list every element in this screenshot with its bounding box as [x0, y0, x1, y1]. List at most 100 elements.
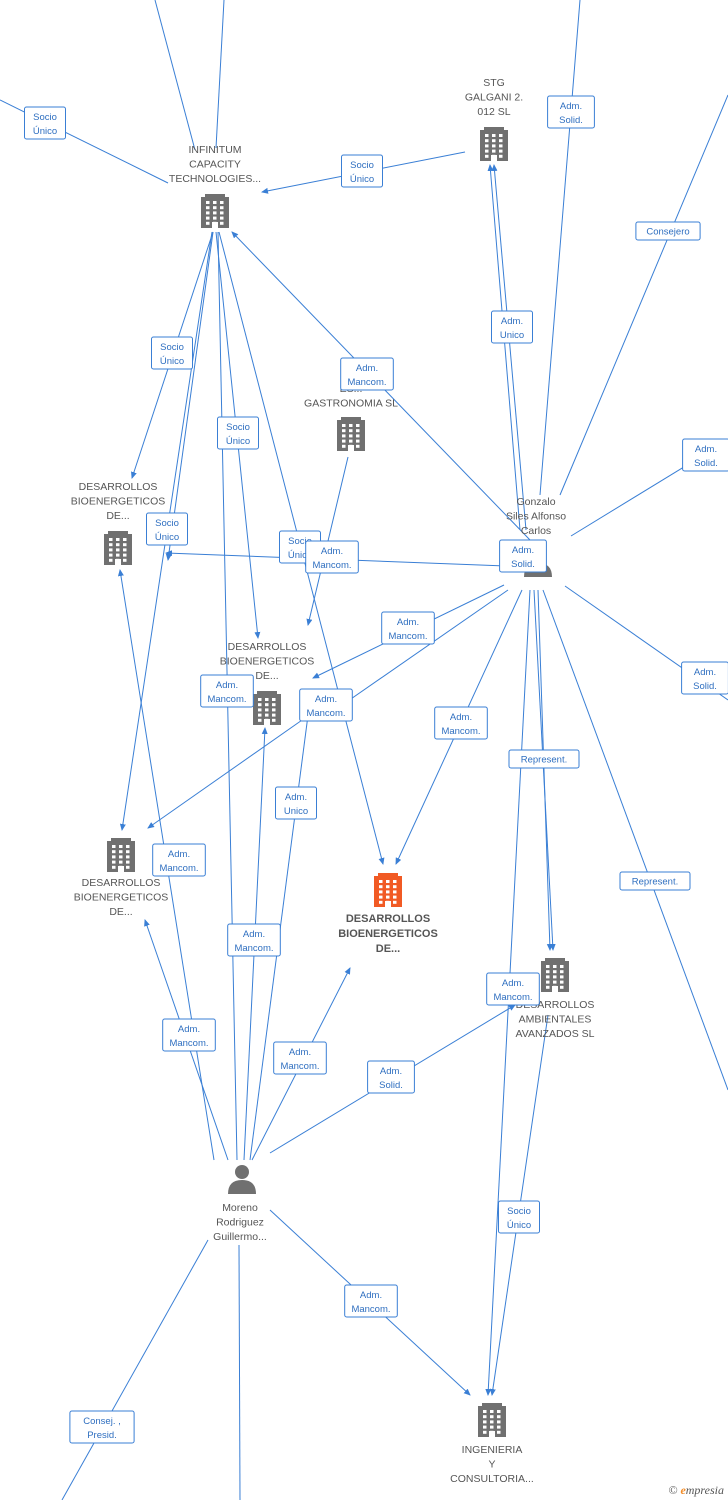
relationship-edge — [165, 231, 214, 561]
node-label-line: Y — [488, 1459, 495, 1471]
edge-label[interactable]: Adm. Unico — [491, 310, 533, 344]
edge-label-text: Único — [288, 550, 312, 561]
node-label-line: DE... — [106, 510, 129, 522]
company-building-icon[interactable] — [337, 417, 365, 451]
edge-label-text: Represent. — [632, 877, 678, 888]
edge-label-text: Único — [226, 436, 250, 447]
node-label-line: DESARROLLOS — [82, 877, 161, 889]
empresia-watermark: © empresia — [668, 1483, 724, 1498]
edge-label-text: Represent. — [521, 755, 567, 766]
edge-label-text: Adm. — [512, 545, 534, 556]
edge-label[interactable]: Adm.Mancom. — [486, 972, 540, 1006]
node-label-line: Guillermo... — [213, 1231, 267, 1243]
edge-label[interactable]: Consejero — [635, 221, 701, 241]
node-moreno[interactable]: MorenoRodriguezGuillermo... — [213, 1165, 267, 1243]
brand-name: mpresia — [685, 1483, 724, 1497]
node-label-line: DESARROLLOS — [79, 481, 158, 493]
relationship-edge — [537, 589, 553, 951]
edge-label-text: Consej. , — [83, 1416, 121, 1427]
node-label-line: GALGANI 2. — [465, 92, 523, 104]
edge-label-text: Solid. — [693, 681, 717, 692]
company-building-icon[interactable] — [541, 958, 569, 992]
edge-label[interactable]: Adm.Mancom. — [340, 357, 394, 391]
edge-label-text: Mancom. — [306, 708, 345, 719]
edge-label[interactable]: Adm.Mancom. — [227, 923, 281, 957]
edge-label[interactable]: Adm. Solid. — [499, 539, 547, 573]
main-company-building-icon[interactable] — [374, 873, 402, 907]
company-building-icon[interactable] — [480, 127, 508, 161]
node-label-line: DE... — [376, 943, 400, 955]
edge-label[interactable]: Represent. — [508, 749, 580, 769]
edge-label[interactable]: Adm.Mancom. — [299, 688, 353, 722]
edge-label[interactable]: Adm.Mancom. — [434, 706, 488, 740]
node-label-line: DE... — [109, 906, 132, 918]
node-ingenieria[interactable]: INGENIERIAYCONSULTORIA... — [450, 1403, 534, 1485]
person-icon[interactable] — [228, 1165, 256, 1194]
edge-label-text: Adm. — [501, 316, 523, 327]
relationship-edge — [147, 717, 306, 829]
relationship-edge — [154, 0, 196, 151]
relationship-edge — [334, 589, 509, 711]
brand-initial: e — [680, 1483, 686, 1497]
edge-label[interactable]: Consej. ,Presid. — [69, 1410, 135, 1444]
edge-label-text: Adm. — [356, 363, 378, 374]
edge-label-text: Socio — [507, 1206, 531, 1217]
node-label-line: Moreno — [222, 1202, 258, 1214]
company-building-icon[interactable] — [253, 691, 281, 725]
node-desarrollos_a[interactable]: DESARROLLOSBIOENERGETICOSDE... — [71, 481, 166, 565]
edge-label[interactable]: Adm.Mancom. — [273, 1041, 327, 1075]
edge-label-text: Mancom. — [280, 1061, 319, 1072]
edge-label-text: Adm. — [178, 1024, 200, 1035]
node-desarrollos_b[interactable]: DESARROLLOSBIOENERGETICOSDE... — [220, 641, 315, 725]
node-label-line: AMBIENTALES — [519, 1014, 592, 1026]
company-building-icon[interactable] — [201, 194, 229, 228]
company-building-icon[interactable] — [107, 838, 135, 872]
edge-label[interactable]: Adm.Solid. — [547, 95, 595, 129]
edge-label[interactable]: Adm.Mancom. — [381, 611, 435, 645]
edge-label-text: Unico — [284, 806, 308, 817]
edge-label[interactable]: Adm.Solid. — [682, 438, 728, 472]
edge-label-text: Mancom. — [159, 863, 198, 874]
edge-label[interactable]: Adm.Mancom. — [162, 1018, 216, 1052]
edge-label[interactable]: Adm.Unico — [275, 786, 317, 820]
edge-label[interactable]: Adm.Mancom. — [344, 1284, 398, 1318]
edge-label[interactable]: Adm.Mancom. — [305, 540, 359, 574]
edge-label[interactable]: Adm. Mancom. — [152, 843, 206, 877]
edge-label[interactable]: Adm.Mancom. — [200, 674, 254, 708]
company-building-icon[interactable] — [478, 1403, 506, 1437]
edge-label-text: Solid. — [379, 1080, 403, 1091]
node-label-line: DESARROLLOS — [346, 913, 430, 925]
company-building-icon[interactable] — [104, 531, 132, 565]
edge-label-text: Socio — [288, 536, 312, 547]
node-label-line: Gonzalo — [516, 496, 555, 508]
node-gastronomia[interactable]: ES...GASTRONOMIA SL — [304, 383, 398, 451]
relationship-edge — [61, 1239, 209, 1500]
relationship-edge — [491, 164, 527, 531]
node-desarrollos_main[interactable]: DESARROLLOSBIOENERGETICOSDE... — [338, 873, 438, 955]
node-label-line: DESARROLLOS — [228, 641, 307, 653]
edge-label-text: Adm. — [216, 680, 238, 691]
edge-label-text: Unico — [500, 330, 524, 341]
node-infinitum[interactable]: INFINITUMCAPACITYTECHNOLOGIES... — [169, 144, 261, 228]
edge-label-text: Solid. — [511, 559, 535, 570]
edge-label[interactable]: Adm.Solid. — [367, 1060, 415, 1094]
edge-label-text: Socio — [33, 112, 57, 123]
edge-label-text: Socio — [350, 160, 374, 171]
edge-label[interactable]: Represent. — [619, 871, 691, 891]
node-label-line: Rodriguez — [216, 1217, 264, 1229]
edge-label-text: Adm. — [168, 849, 190, 860]
edge-label[interactable]: Adm. Solid. — [681, 661, 728, 695]
edge-label-text: Adm. — [694, 667, 716, 678]
node-desarrollos_c[interactable]: DESARROLLOSBIOENERGETICOSDE... — [74, 838, 169, 918]
